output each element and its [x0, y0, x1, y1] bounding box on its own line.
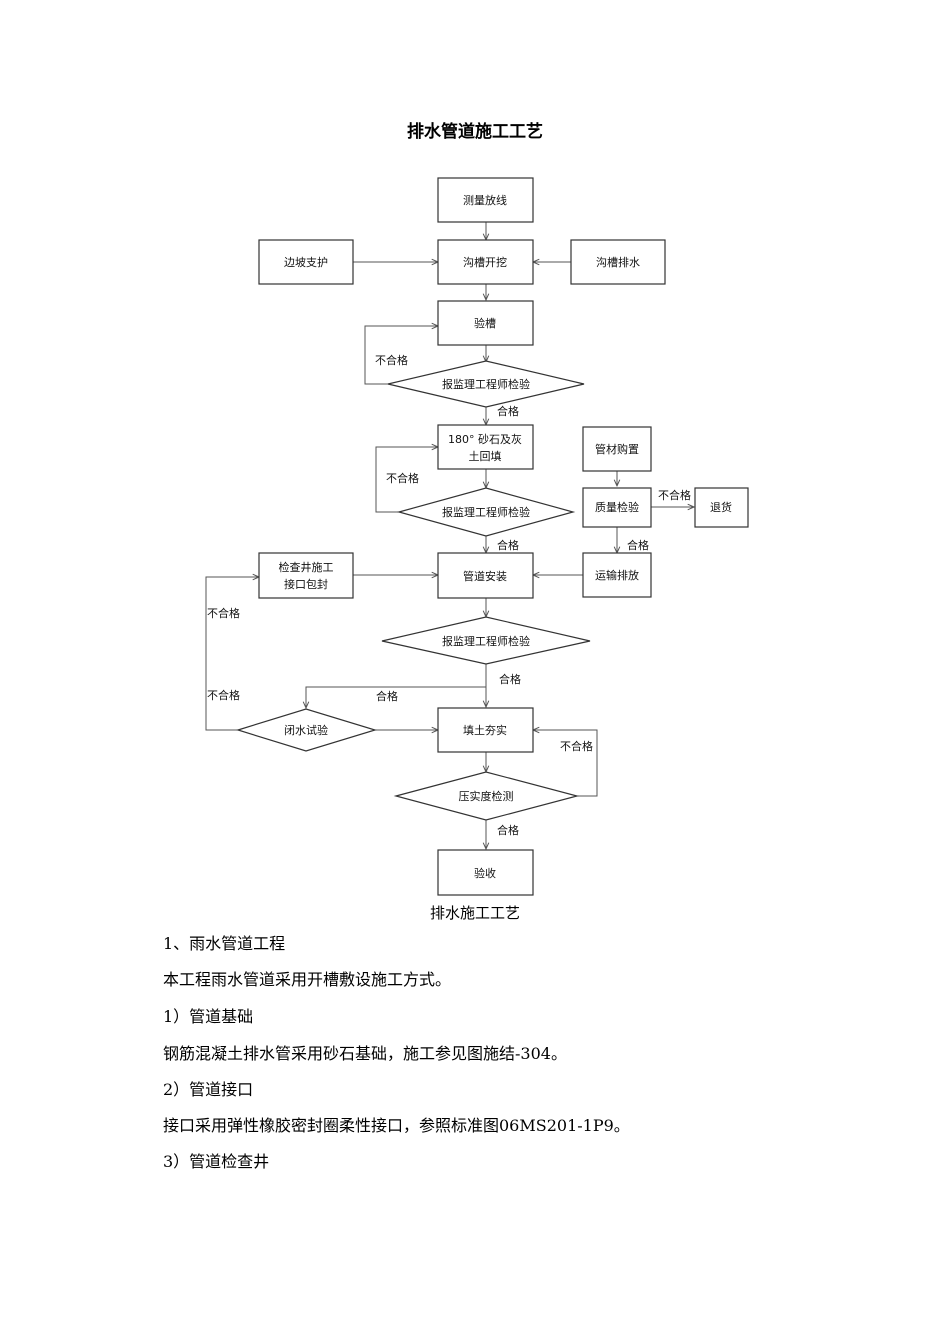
node-survey: 测量放线 — [437, 177, 534, 223]
edge-label-fail-water: 不合格 — [207, 688, 240, 702]
node-pipe-purchase: 管材购置 — [582, 426, 652, 472]
node-quality-check: 质量检验 — [582, 487, 652, 528]
paragraph-text: 接口采用弹性橡胶密封圈柔性接口，参照标准图06MS201-1P9。 — [163, 1116, 630, 1135]
node-compaction-test-label: 压实度检测 — [459, 789, 514, 803]
node-return-goods: 退货 — [694, 487, 749, 528]
subsection-heading: 3）管道检查井 — [163, 1152, 270, 1171]
connectors — [205, 222, 694, 849]
edge-label-pass-compact: 合格 — [497, 823, 519, 837]
node-slope-support-label: 边坡支护 — [284, 255, 328, 269]
node-compaction-test: 压实度检测 — [393, 771, 580, 821]
node-trench-drainage: 沟槽排水 — [570, 239, 666, 285]
edge-label-pass-1: 合格 — [497, 404, 519, 418]
paragraph-text: 钢筋混凝土排水管采用砂石基础，施工参见图施结-304。 — [163, 1044, 567, 1063]
edge-label-fail-quality: 不合格 — [658, 488, 691, 502]
node-survey-label: 测量放线 — [463, 193, 507, 207]
node-fill-compact: 填土夯实 — [437, 707, 534, 753]
node-trench-inspection-label: 验槽 — [474, 316, 496, 330]
node-trench-inspection: 验槽 — [437, 300, 534, 346]
paragraph-text: 本工程雨水管道采用开槽敷设施工方式。 — [163, 970, 452, 989]
node-report-3-label: 报监理工程师检验 — [442, 634, 530, 648]
edge-label-pass-2: 合格 — [497, 538, 519, 552]
node-manhole-label-1: 检查井施工 — [279, 560, 334, 574]
section-heading: 1、雨水管道工程 — [163, 934, 286, 953]
node-manhole: 检查井施工 接口包封 — [258, 552, 354, 599]
figure-caption: 排水施工工艺 — [429, 904, 520, 922]
flowchart: 测量放线 边坡支护 沟槽开挖 沟槽排水 验槽 报监理工程师检验 180° 砂石及… — [205, 177, 749, 896]
node-quality-check-label: 质量检验 — [595, 500, 639, 514]
node-manhole-label-2: 接口包封 — [284, 577, 328, 591]
node-report-2-label: 报监理工程师检验 — [442, 505, 530, 519]
node-backfill: 180° 砂石及灰 土回填 — [437, 424, 534, 470]
subsection-heading: 2）管道接口 — [163, 1080, 254, 1099]
node-closed-water-test-label: 闭水试验 — [284, 723, 328, 737]
node-slope-support: 边坡支护 — [258, 239, 354, 285]
edge-label-pass-quality: 合格 — [627, 538, 649, 552]
node-report-2: 报监理工程师检验 — [396, 487, 576, 537]
edge-label-pass-3: 合格 — [499, 672, 521, 686]
edge-label-fail-2: 不合格 — [386, 471, 419, 485]
node-backfill-label-2: 土回填 — [469, 449, 502, 463]
node-report-1-label: 报监理工程师检验 — [442, 377, 530, 391]
page-title: 排水管道施工工艺 — [407, 122, 543, 142]
edge-label-fail-compact: 不合格 — [560, 739, 593, 753]
node-transport-label: 运输排放 — [595, 568, 639, 582]
node-acceptance-label: 验收 — [474, 866, 496, 880]
node-transport: 运输排放 — [582, 552, 652, 598]
node-pipe-purchase-label: 管材购置 — [595, 442, 639, 456]
node-return-goods-label: 退货 — [710, 500, 732, 514]
node-report-3: 报监理工程师检验 — [381, 616, 591, 665]
edge-label-fail-3: 不合格 — [207, 606, 240, 620]
subsection-heading: 1）管道基础 — [163, 1007, 254, 1026]
node-acceptance: 验收 — [437, 849, 534, 896]
node-backfill-label-1: 180° 砂石及灰 — [448, 432, 522, 446]
node-fill-compact-label: 填土夯实 — [463, 723, 507, 737]
node-trench-excavation: 沟槽开挖 — [437, 239, 534, 285]
node-closed-water-test: 闭水试验 — [235, 708, 378, 752]
node-pipe-install: 管道安装 — [437, 552, 534, 599]
edge-label-pass-3-left: 合格 — [376, 689, 398, 703]
node-trench-drainage-label: 沟槽排水 — [596, 255, 640, 269]
node-report-1: 报监理工程师检验 — [387, 360, 585, 408]
edge-label-fail-1: 不合格 — [375, 353, 408, 367]
node-trench-excavation-label: 沟槽开挖 — [463, 255, 507, 269]
node-pipe-install-label: 管道安装 — [463, 569, 507, 583]
